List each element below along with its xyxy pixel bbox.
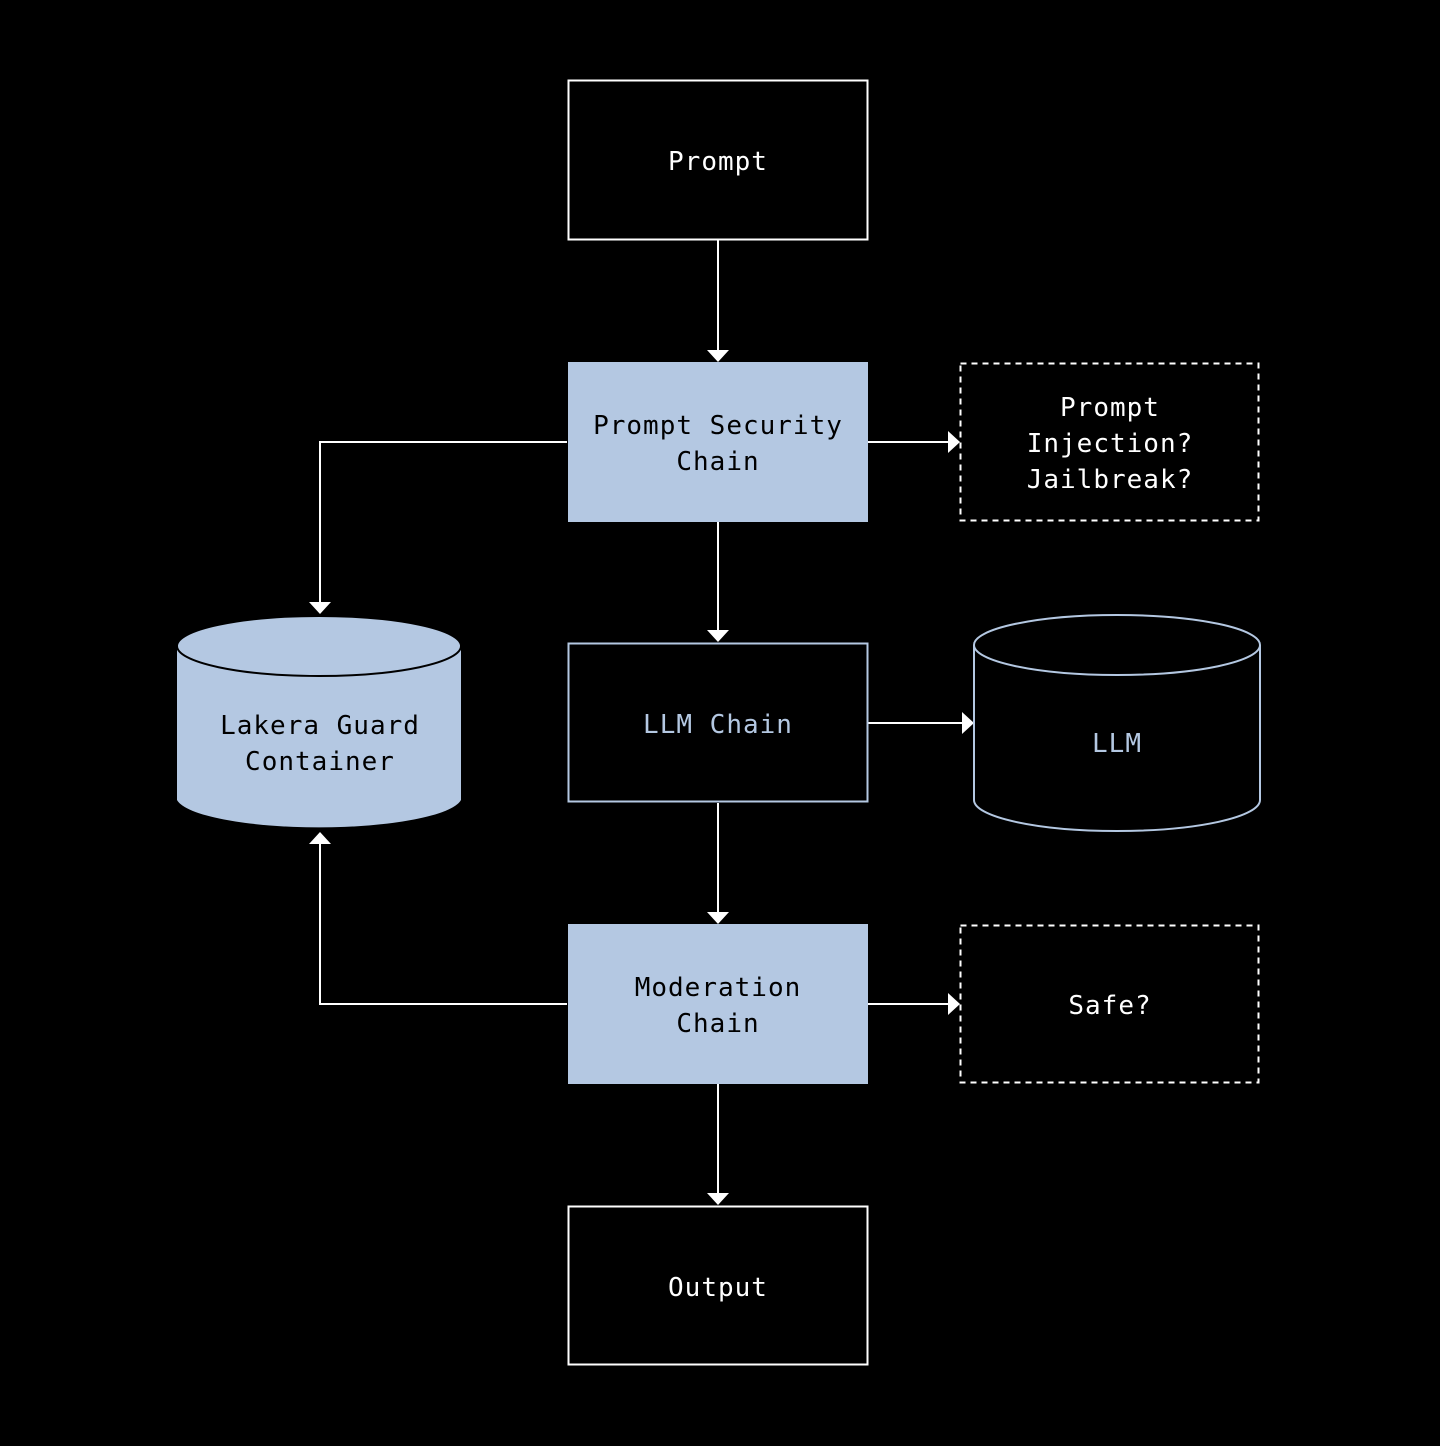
arrowhead-into-safe-check bbox=[948, 993, 960, 1015]
node-llm-cylinder-top bbox=[973, 614, 1261, 676]
node-lakera-guard-container: Lakera Guard Container bbox=[176, 615, 462, 828]
node-llm-cylinder-body bbox=[973, 645, 1261, 832]
node-llm-chain-label: LLM Chain bbox=[643, 710, 793, 740]
arrowhead-into-lakera-top bbox=[309, 602, 331, 614]
node-prompt-security-chain: Prompt Security Chain bbox=[568, 362, 868, 522]
node-prompt-security-label-line2: Chain bbox=[676, 447, 759, 477]
node-prompt-label: Prompt bbox=[668, 147, 768, 177]
arrowhead-into-llm bbox=[962, 712, 974, 734]
node-llm-label: LLM bbox=[1092, 729, 1142, 759]
node-prompt-security-box bbox=[568, 362, 868, 522]
node-moderation-chain: Moderation Chain bbox=[568, 924, 868, 1084]
node-lakera-label-line2: Container bbox=[245, 747, 395, 777]
node-moderation-box bbox=[568, 924, 868, 1084]
arrowhead-into-output bbox=[707, 1193, 729, 1205]
node-safe-check: Safe? bbox=[959, 924, 1260, 1084]
edge-security-to-lakera bbox=[319, 441, 567, 602]
node-output: Output bbox=[567, 1205, 869, 1366]
arrowhead-into-llm-chain bbox=[707, 630, 729, 642]
node-prompt-check-label-line2: Injection? bbox=[1027, 429, 1194, 459]
arrowhead-into-security bbox=[707, 350, 729, 362]
node-safe-check-label: Safe? bbox=[1068, 991, 1151, 1021]
node-output-box bbox=[567, 1205, 869, 1366]
node-safe-check-box bbox=[959, 924, 1260, 1084]
node-prompt-check-box bbox=[959, 362, 1260, 522]
node-lakera-label-line1: Lakera Guard bbox=[220, 711, 420, 741]
node-prompt-security-label-line1: Prompt Security bbox=[593, 411, 843, 441]
edge-moderation-to-lakera bbox=[319, 844, 567, 1005]
node-prompt-check-label-line3: Jailbreak? bbox=[1027, 465, 1194, 495]
arrowheads bbox=[309, 350, 974, 1205]
node-llm-chain-box bbox=[567, 642, 869, 803]
node-prompt-check-label-line1: Prompt bbox=[1060, 393, 1160, 423]
node-moderation-label-line2: Chain bbox=[676, 1009, 759, 1039]
node-output-label: Output bbox=[668, 1273, 768, 1303]
node-llm: LLM bbox=[973, 614, 1261, 832]
node-lakera-cylinder-top bbox=[176, 615, 462, 677]
arrowhead-into-moderation bbox=[707, 912, 729, 924]
node-prompt: Prompt bbox=[567, 79, 869, 241]
node-prompt-box bbox=[567, 79, 869, 241]
node-moderation-label-line1: Moderation bbox=[635, 973, 802, 1003]
arrowhead-into-prompt-check bbox=[948, 431, 960, 453]
connectors bbox=[319, 240, 962, 1194]
node-llm-chain: LLM Chain bbox=[567, 642, 869, 803]
arrowhead-into-lakera-bottom bbox=[309, 832, 331, 844]
node-prompt-check: Prompt Injection? Jailbreak? bbox=[959, 362, 1260, 522]
